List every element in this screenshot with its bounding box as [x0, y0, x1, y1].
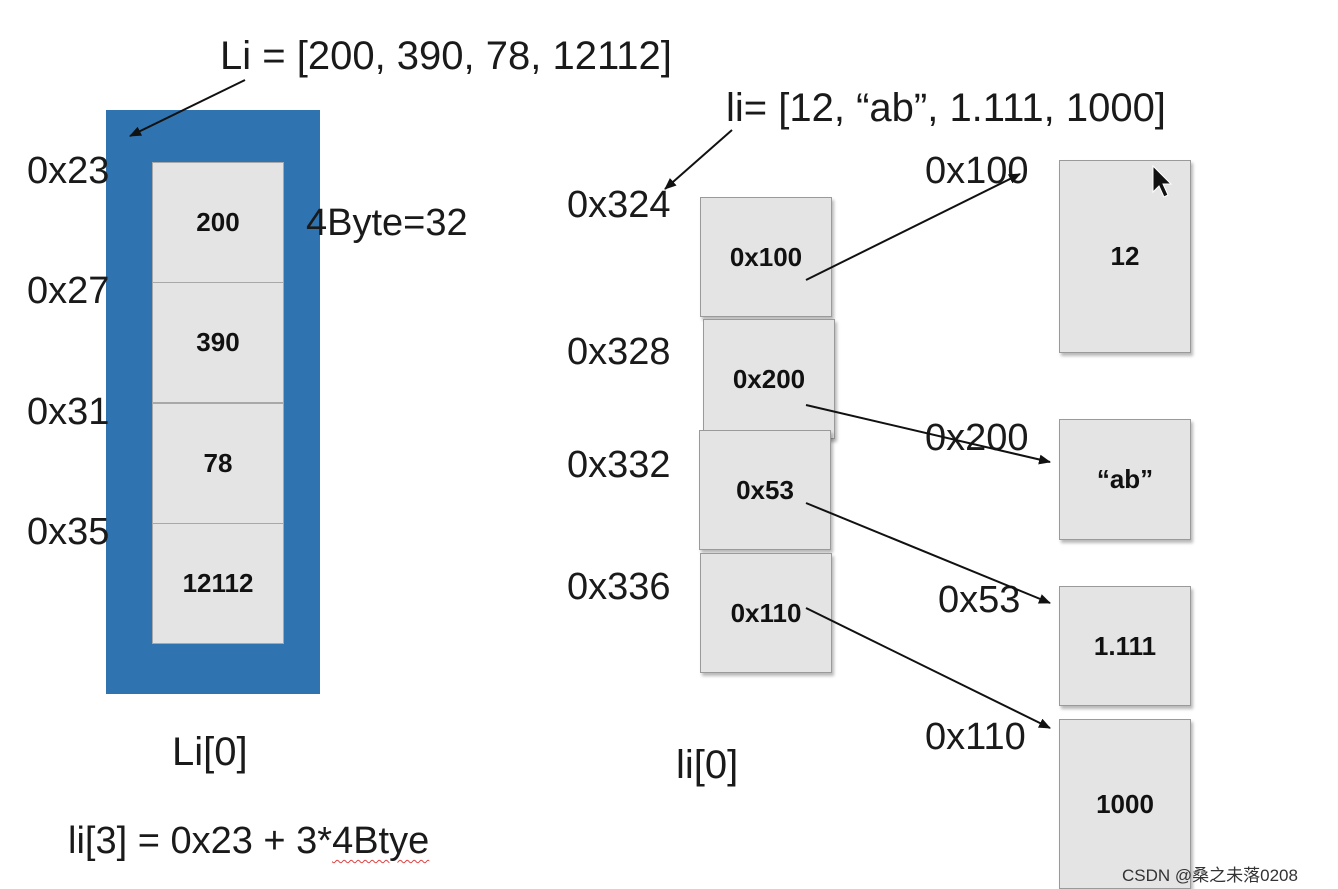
pointer-cell-3: 0x110: [700, 553, 832, 673]
address-label-3: 0x35: [27, 511, 110, 553]
pointer-address-2: 0x332: [567, 444, 671, 486]
pointer-address-0: 0x324: [567, 184, 671, 226]
formula-prefix: li[3] = 0x23 + 3*: [68, 820, 333, 862]
formula-misspelled-unit: 4Btye: [332, 820, 430, 862]
pointer-cell-1: 0x200: [703, 319, 835, 439]
pointer-address-1: 0x328: [567, 331, 671, 373]
left-caption: Li[0]: [172, 730, 248, 774]
pointer-arrow-0: [805, 173, 1021, 281]
memory-cell-3: 12112: [152, 523, 284, 644]
memory-cell-1: 390: [152, 282, 284, 403]
value-address-0: 0x100: [925, 150, 1029, 192]
byte-size-note: 4Byte=32: [306, 202, 468, 244]
index-formula: li[3] = 0x23 + 3*4Btye: [68, 820, 429, 863]
value-address-3: 0x110: [925, 716, 1026, 758]
value-cell-2: 1.111: [1059, 586, 1191, 706]
watermark: CSDN @桑之未落0208: [1122, 866, 1298, 885]
pointer-cell-0: 0x100: [700, 197, 832, 317]
pointer-arrow-1: [805, 404, 1051, 465]
right-title-arrow: [664, 129, 733, 190]
pointer-address-3: 0x336: [567, 566, 671, 608]
value-cell-3: 1000: [1059, 719, 1191, 889]
address-label-0: 0x23: [27, 150, 110, 192]
mouse-cursor-icon: [1152, 164, 1173, 198]
address-label-2: 0x31: [27, 391, 110, 433]
value-cell-1: “ab”: [1059, 419, 1191, 540]
left-title-arrow: [129, 79, 246, 137]
pointer-arrow-2: [805, 502, 1051, 604]
left-list-title: Li = [200, 390, 78, 12112]: [220, 34, 672, 78]
memory-cell-0: 200: [152, 162, 284, 283]
pointer-cell-2: 0x53: [699, 430, 831, 550]
address-label-1: 0x27: [27, 270, 110, 312]
pointer-arrow-3: [805, 607, 1051, 729]
right-list-title: li= [12, “ab”, 1.111, 1000]: [726, 86, 1166, 130]
value-cell-0: 12: [1059, 160, 1191, 353]
right-caption: li[0]: [676, 743, 739, 787]
